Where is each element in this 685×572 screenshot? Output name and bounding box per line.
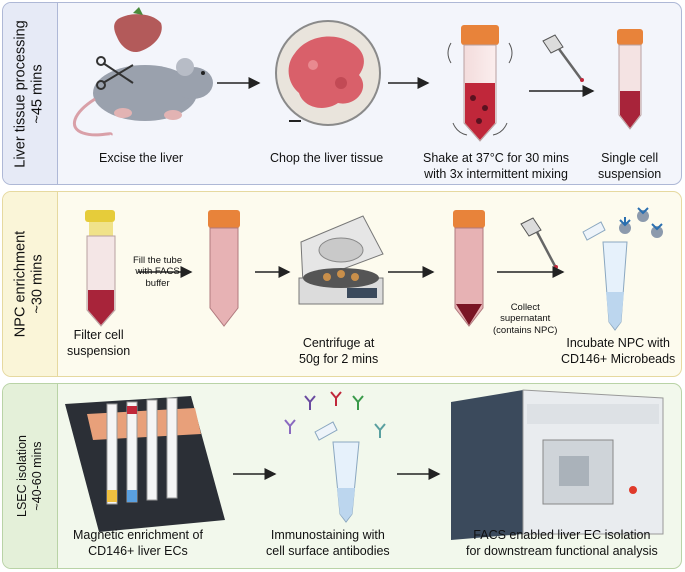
tube-icon <box>208 210 240 327</box>
facs-instrument-icon <box>451 389 664 540</box>
filter-tube-icon <box>85 210 116 327</box>
step-caption: Chop the liver tissue <box>270 151 384 165</box>
magnetic-rack-icon <box>65 396 225 532</box>
panel-liver-tissue-processing: Liver tissue processing ~45 mins <box>2 2 682 185</box>
panel-npc-enrichment: NPC enrichment ~30 mins <box>2 191 682 377</box>
tube-icon <box>617 29 643 130</box>
panel-illustrations <box>72 7 643 142</box>
panel-illustrations <box>85 207 663 331</box>
scissors-icon <box>96 56 134 90</box>
pipette-icon <box>542 34 584 82</box>
centrifuge-icon <box>298 215 384 305</box>
panel-side-bar: Liver tissue processing ~45 mins <box>3 3 58 184</box>
microtube-icon <box>582 221 628 331</box>
antibody-icon <box>284 391 386 438</box>
panel-side-bar: NPC enrichment ~30 mins <box>3 192 58 376</box>
liver-icon <box>114 7 162 53</box>
petri-dish-icon <box>275 20 381 126</box>
antibody-bead-icon <box>619 207 663 238</box>
tube-icon <box>453 210 485 327</box>
panel-lsec-isolation: LSEC isolation ~40-60 mins <box>2 383 682 569</box>
panel-side-bar: LSEC isolation ~40-60 mins <box>3 384 58 568</box>
pipette-icon <box>520 217 558 269</box>
microtube-icon <box>314 421 360 523</box>
mouse-icon <box>72 58 213 137</box>
panel-illustrations <box>65 389 664 540</box>
shaking-tube-icon <box>447 25 513 142</box>
step-caption: Excise the liver <box>99 151 184 165</box>
